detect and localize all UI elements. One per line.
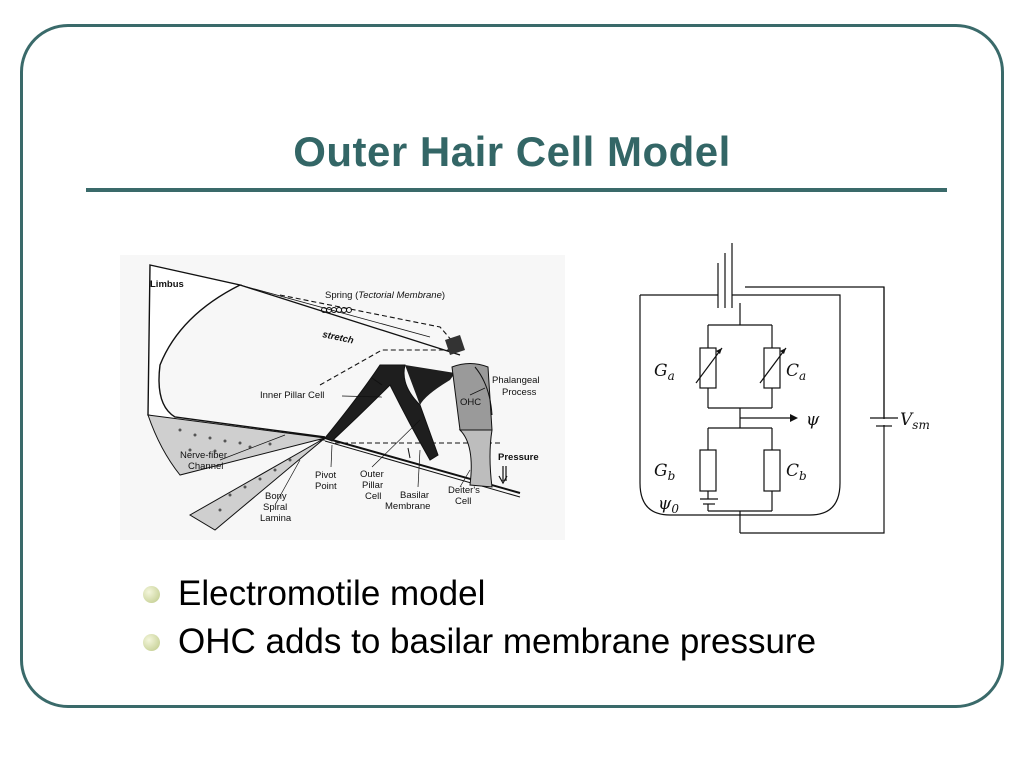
label-membrane: Membrane (385, 501, 430, 512)
slide-title: Outer Hair Cell Model (293, 128, 731, 175)
bullet-icon (143, 634, 160, 651)
label-pivot: Pivot (315, 470, 336, 481)
label-bony: Bony (265, 491, 287, 502)
bullet-list: Electromotile model OHC adds to basilar … (140, 570, 816, 666)
label-ohc: OHC (460, 397, 481, 408)
label-outer: Outer (360, 469, 384, 480)
label-inner-pillar-cell: Inner Pillar Cell (260, 390, 324, 401)
label-phalangeal-1: Phalangeal (492, 375, 540, 386)
label-Cb: Cb (786, 461, 807, 483)
ohc-circuit-diagram: Ga Ca ψ Vsm Gb Cb ψ0 (639, 243, 930, 534)
label-spiral: Spiral (263, 502, 287, 513)
label-cell: Cell (365, 491, 381, 502)
title-underline (86, 188, 947, 192)
bullet-icon (143, 586, 160, 603)
bullet-item: Electromotile model (140, 570, 816, 618)
bullet-item: OHC adds to basilar membrane pressure (140, 618, 816, 666)
label-Ca: Ca (786, 361, 806, 383)
bullet-text: OHC adds to basilar membrane pressure (178, 622, 817, 661)
label-deiters-cell: Cell (455, 496, 471, 507)
label-limbus: Limbus (150, 279, 184, 290)
label-nerve-fiber: Nerve-fiber (180, 450, 227, 461)
bullet-text: Electromotile model (178, 574, 486, 613)
label-Ga: Ga (654, 361, 675, 383)
cochlea-anatomy-figure: Limbus Spring (Tectorial Membrane) stret… (120, 255, 565, 540)
slide-frame (20, 24, 1004, 708)
label-basilar: Basilar (400, 490, 429, 501)
label-phalangeal-2: Process (502, 387, 537, 398)
label-spring: Spring (Tectorial Membrane) (325, 290, 445, 301)
label-pressure: Pressure (498, 452, 539, 463)
label-psi: ψ (806, 410, 820, 430)
label-Gb: Gb (654, 461, 675, 483)
label-channel: Channel (188, 461, 223, 472)
label-psi0: ψ0 (658, 494, 679, 516)
label-point: Point (315, 481, 337, 492)
label-Vsm: Vsm (900, 410, 930, 432)
label-pillar: Pillar (362, 480, 383, 491)
label-lamina: Lamina (260, 513, 292, 524)
label-deiters: Deiter's (448, 485, 480, 496)
